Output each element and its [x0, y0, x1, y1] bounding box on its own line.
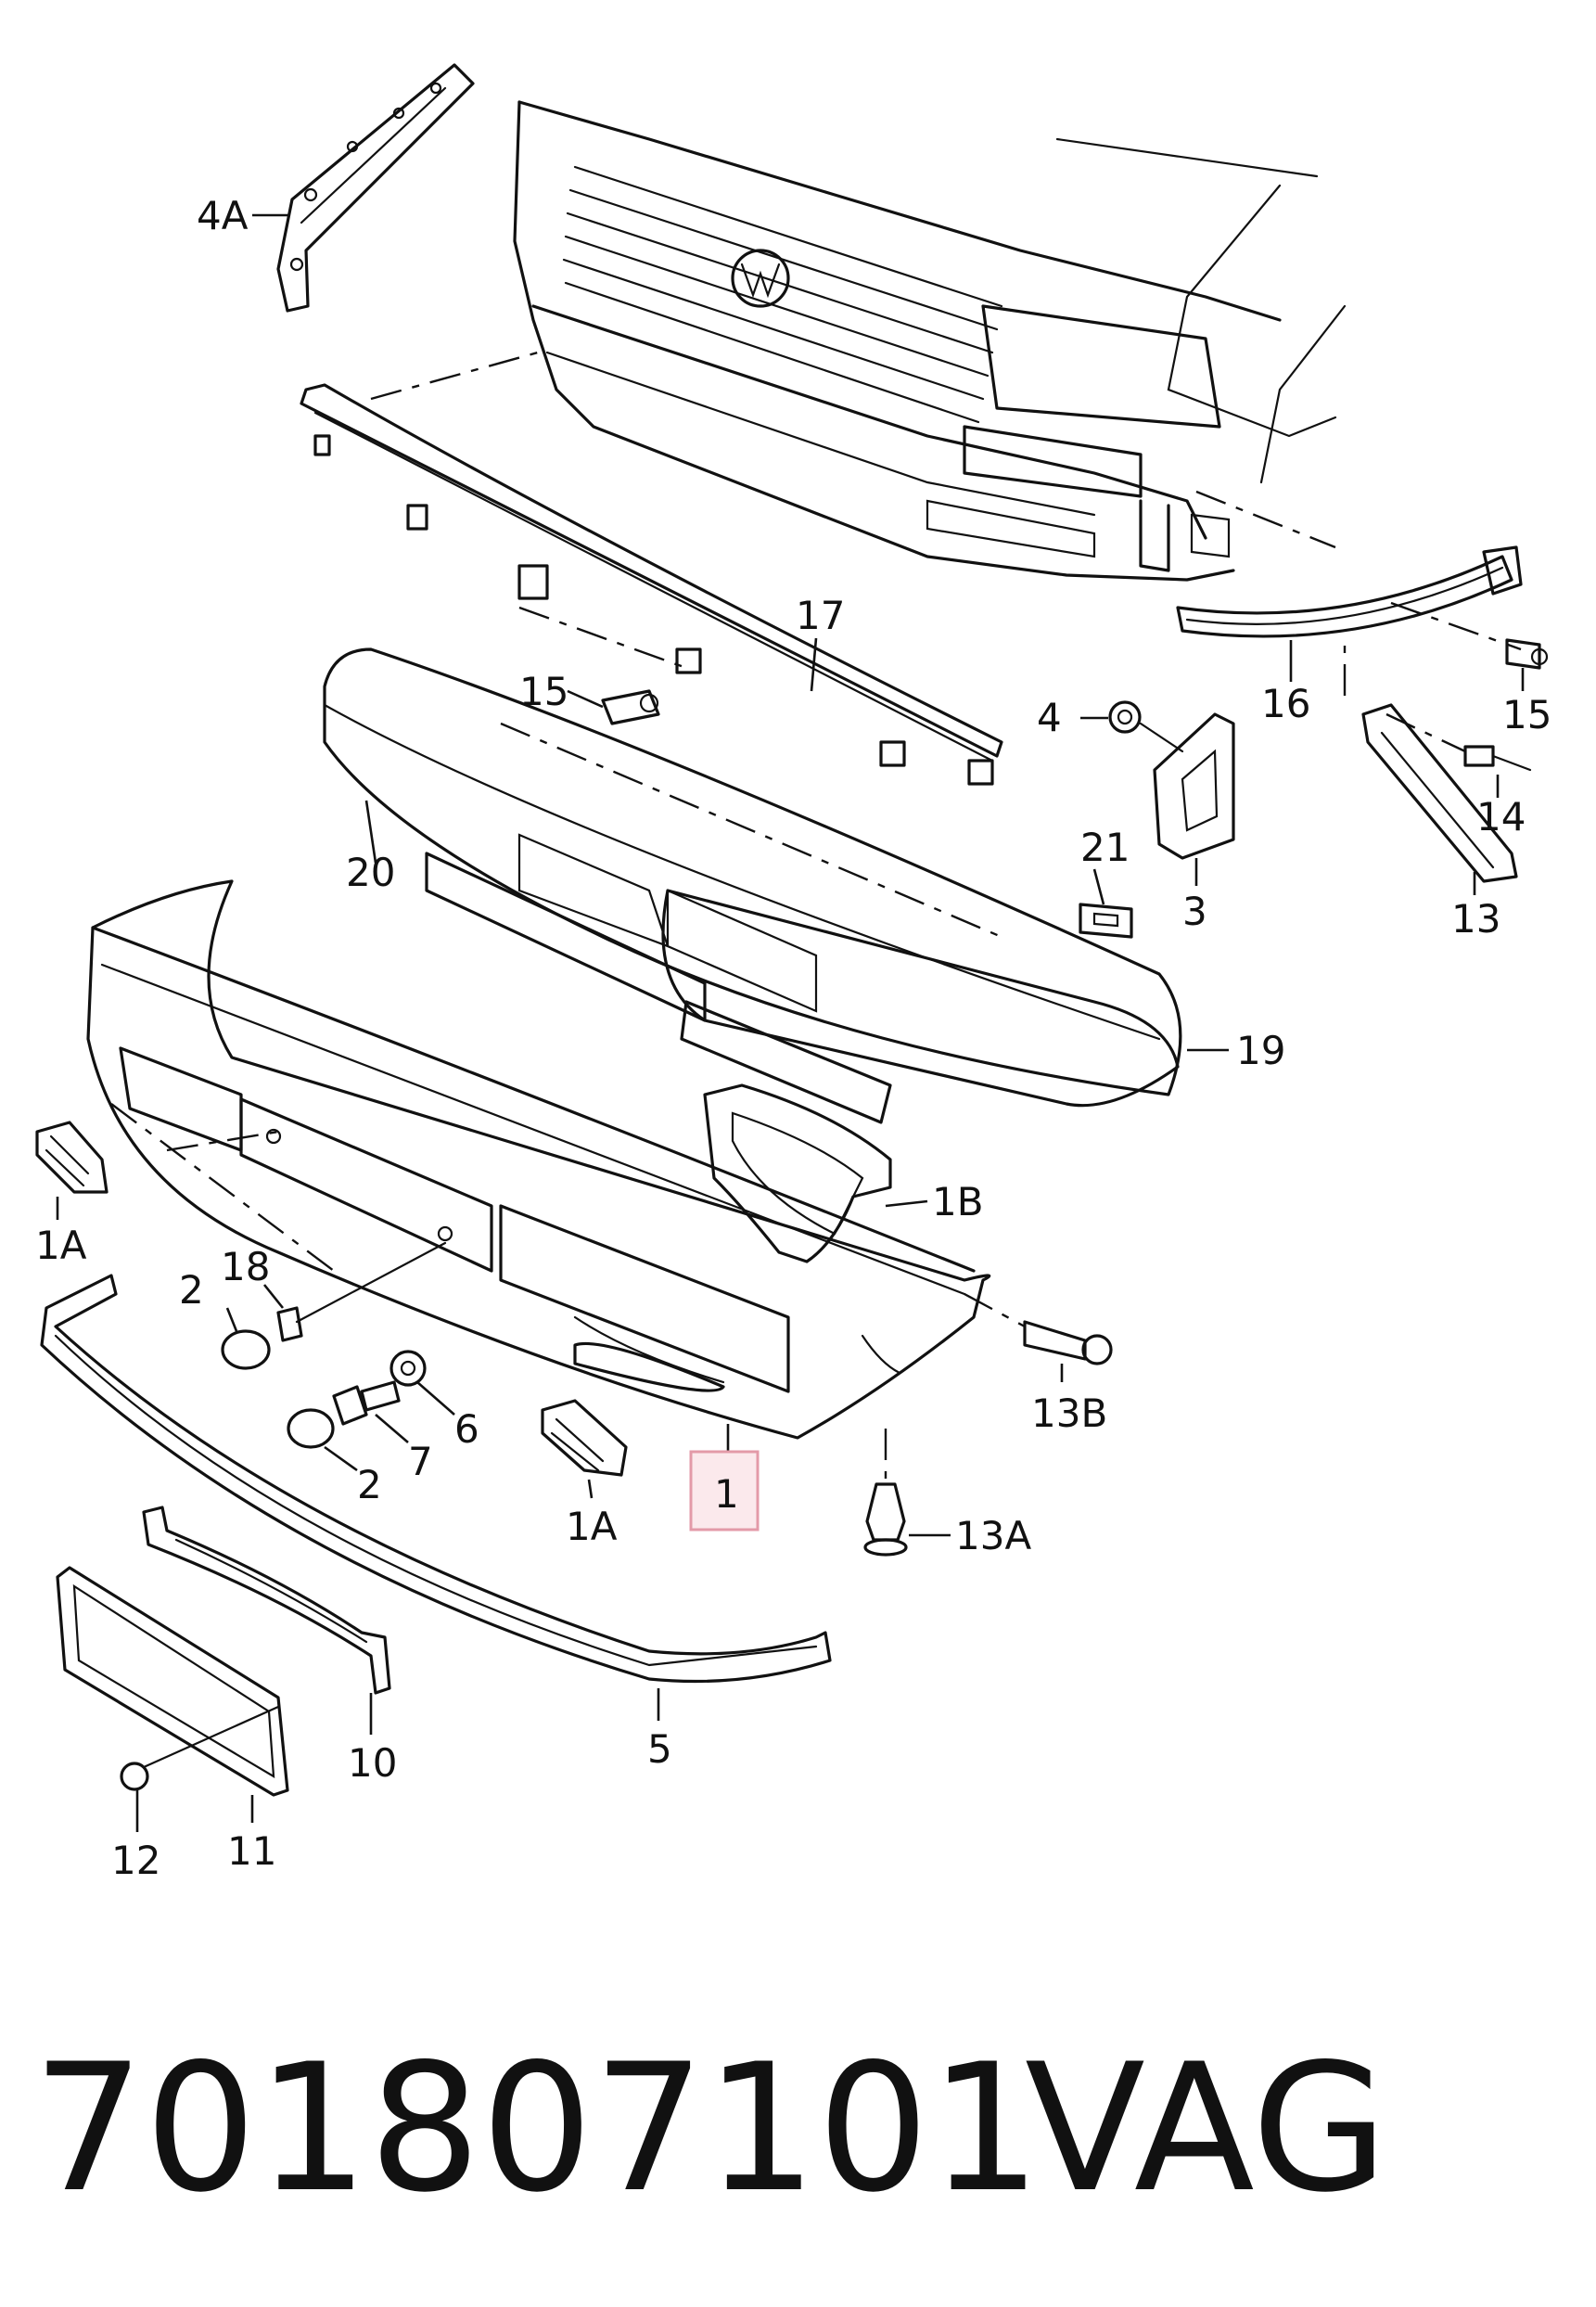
part-1a-left-grille — [35, 1121, 109, 1194]
callout-12: 12 — [111, 1838, 160, 1883]
part-2-cap-lower — [287, 1408, 335, 1449]
callout-1: 1 — [714, 1471, 739, 1517]
part-11-frame — [56, 1566, 289, 1797]
callout-21: 21 — [1080, 825, 1130, 870]
part-number: 701807101 — [32, 2026, 1041, 2231]
callout-16: 16 — [1261, 681, 1310, 726]
part-19-bumper-insert — [661, 889, 1180, 1108]
callout-17: 17 — [796, 593, 845, 638]
part-21-clip — [1079, 903, 1133, 939]
part-6-washer — [389, 1350, 427, 1387]
part-13b-bolt — [964, 1292, 1113, 1365]
part-15a-fastener — [601, 689, 660, 725]
highlight-box-part-1 — [689, 1450, 760, 1532]
part-16-trim — [1176, 490, 1523, 651]
part-14-screw — [1385, 712, 1532, 772]
part-1b-frame — [703, 1083, 892, 1263]
part-12-screw — [120, 1705, 280, 1791]
part-15b-fastener — [1505, 638, 1549, 670]
part-3-bracket — [1139, 712, 1235, 860]
callout-18: 18 — [221, 1244, 270, 1289]
callout-14: 14 — [1476, 794, 1526, 839]
callout-11: 11 — [227, 1828, 276, 1874]
callout-4a: 4A — [197, 193, 249, 238]
callout-2-lower: 2 — [357, 1462, 382, 1507]
callout-2-upper: 2 — [179, 1267, 204, 1313]
part-13-strut — [1343, 640, 1518, 883]
callout-1a-mid: 1A — [566, 1504, 618, 1549]
callout-10: 10 — [348, 1740, 397, 1786]
callout-15a: 15 — [519, 669, 568, 714]
part-13a-clip — [863, 1429, 908, 1557]
callout-13b: 13B — [1031, 1391, 1107, 1436]
callout-labels: 4A 17 15 20 4 21 3 16 15 14 13 19 1A 1B … — [35, 193, 1551, 1883]
part-5-spoiler — [40, 1274, 832, 1684]
callout-1a-left: 1A — [35, 1223, 87, 1268]
callout-15b: 15 — [1502, 692, 1551, 737]
part-1a-mid-grille — [541, 1399, 628, 1477]
part-17-carrier — [300, 351, 1003, 786]
vehicle-front-outline — [513, 100, 1347, 582]
callout-5: 5 — [647, 1726, 672, 1772]
callout-1b: 1B — [932, 1179, 984, 1224]
part-18-screw — [276, 1241, 447, 1342]
brand-name: VAG — [1025, 2026, 1388, 2231]
part-7-bolt — [332, 1380, 401, 1426]
callout-13a: 13A — [955, 1513, 1031, 1558]
callout-13: 13 — [1451, 896, 1500, 942]
part-4a-bracket — [276, 63, 475, 313]
part-4-grommet — [1108, 700, 1142, 734]
callout-4: 4 — [1037, 695, 1062, 740]
leader-lines — [56, 213, 1525, 1832]
callout-19: 19 — [1236, 1028, 1285, 1073]
callout-7: 7 — [408, 1439, 433, 1484]
callout-3: 3 — [1182, 889, 1207, 934]
part-1-bumper — [86, 879, 991, 1440]
callout-6: 6 — [454, 1406, 479, 1452]
part-2-cap-upper — [221, 1329, 271, 1370]
part-10-plate-holder — [142, 1506, 391, 1695]
callout-20: 20 — [346, 850, 395, 895]
